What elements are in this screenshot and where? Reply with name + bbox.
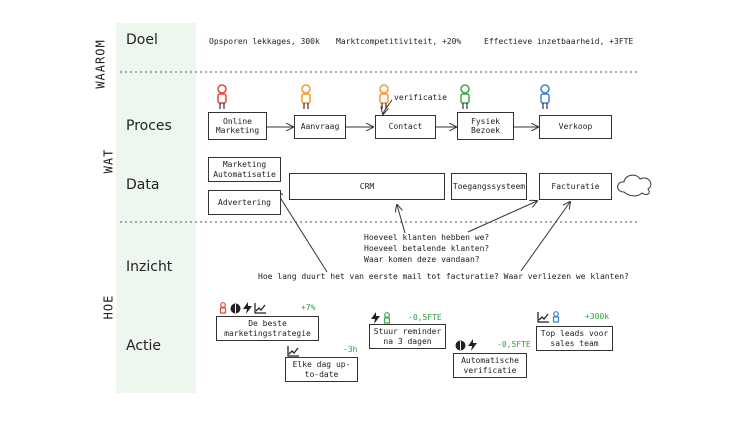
person-icon — [301, 84, 311, 109]
person-icon — [460, 84, 470, 109]
axis-label-wat: WAT — [101, 148, 116, 174]
axis-label-hoe: HOE — [101, 294, 116, 320]
chart-icon — [537, 311, 549, 323]
action4-delta: -0,5FTE — [497, 340, 531, 349]
data-crm: CRM — [289, 173, 445, 200]
action2-icons — [287, 345, 299, 357]
action4-icons — [455, 339, 477, 351]
person-icon — [383, 312, 391, 324]
process-fysiek-bezoek: Fysiek Bezoek — [457, 112, 514, 140]
lightning-icon — [243, 302, 252, 314]
action5-delta: +300k — [585, 312, 610, 321]
row-label-doel: Doel — [126, 32, 158, 48]
data-toegangssysteem: Toegangssysteem — [451, 173, 527, 200]
row-label-proces: Proces — [126, 118, 172, 134]
cloud-icon — [617, 174, 652, 197]
chart-icon — [287, 345, 299, 357]
axis-label-waarom: WAAROM — [93, 39, 108, 89]
action1-delta: +7% — [301, 303, 316, 312]
goal-inzetbaarheid: Effectieve inzetbaarheid, +3FTE — [484, 37, 634, 46]
process-verkoop: Verkoop — [539, 115, 612, 139]
lightning-icon — [468, 339, 477, 351]
data-marketing-automatisatie: Marketing Automatisatie — [208, 157, 281, 182]
goal-lekkages: Opsporen lekkages, 300k — [209, 37, 320, 46]
action-automatische-verificatie: Automatische verificatie — [453, 353, 527, 378]
arrow-duration-facturatie — [520, 202, 570, 272]
lightning-icon — [371, 312, 380, 324]
insight-duration: Hoe lang duurt het van eerste mail tot f… — [258, 272, 629, 281]
chart-icon — [254, 302, 266, 314]
verificatie-note: verificatie — [394, 93, 447, 102]
action3-delta: -0,5FTE — [408, 313, 442, 322]
data-advertering: Advertering — [208, 190, 281, 215]
insight-questions: Hoeveel klanten hebben we? Hoeveel betal… — [364, 233, 489, 265]
brain-icon — [230, 303, 241, 313]
action5-icons — [537, 311, 561, 323]
insight-q2: Hoeveel betalende klanten? — [364, 243, 490, 253]
insight-q3: Waar komen deze vandaan? — [364, 254, 480, 264]
label-band — [116, 23, 196, 393]
process-online-marketing: Online Marketing — [208, 112, 267, 140]
action3-icons — [371, 312, 392, 324]
action2-delta: -3h — [343, 345, 358, 354]
process-contact: Contact — [375, 115, 436, 139]
action-elke-dag-up-to-date: Elke dag up-to-date — [285, 357, 358, 382]
person-icon — [540, 84, 550, 109]
arrow-insight-facturatie — [467, 201, 537, 233]
row-label-inzicht: Inzicht — [126, 259, 173, 275]
action-stuur-reminder: Stuur reminder na 3 dagen — [369, 324, 446, 349]
insight-q1: Hoeveel klanten hebben we? — [364, 233, 490, 242]
brain-icon — [455, 340, 466, 350]
action1-icons — [218, 302, 266, 314]
action-beste-marketingstrategie: De beste marketingstrategie — [216, 316, 319, 341]
person-icon — [217, 84, 227, 109]
action-top-leads: Top leads voor sales team — [536, 326, 613, 351]
person-icon — [219, 302, 227, 314]
arrow-insight-crm — [397, 205, 406, 234]
process-aanvraag: Aanvraag — [294, 115, 346, 139]
row-label-actie: Actie — [126, 338, 162, 354]
goal-marktcompetitiviteit: Marktcompetitiviteit, +20% — [336, 37, 462, 46]
row-label-data: Data — [126, 177, 160, 193]
data-facturatie: Facturatie — [539, 173, 612, 200]
person-icon — [379, 84, 389, 109]
arrow-duration-marketing — [276, 191, 328, 273]
person-icon — [552, 311, 560, 323]
